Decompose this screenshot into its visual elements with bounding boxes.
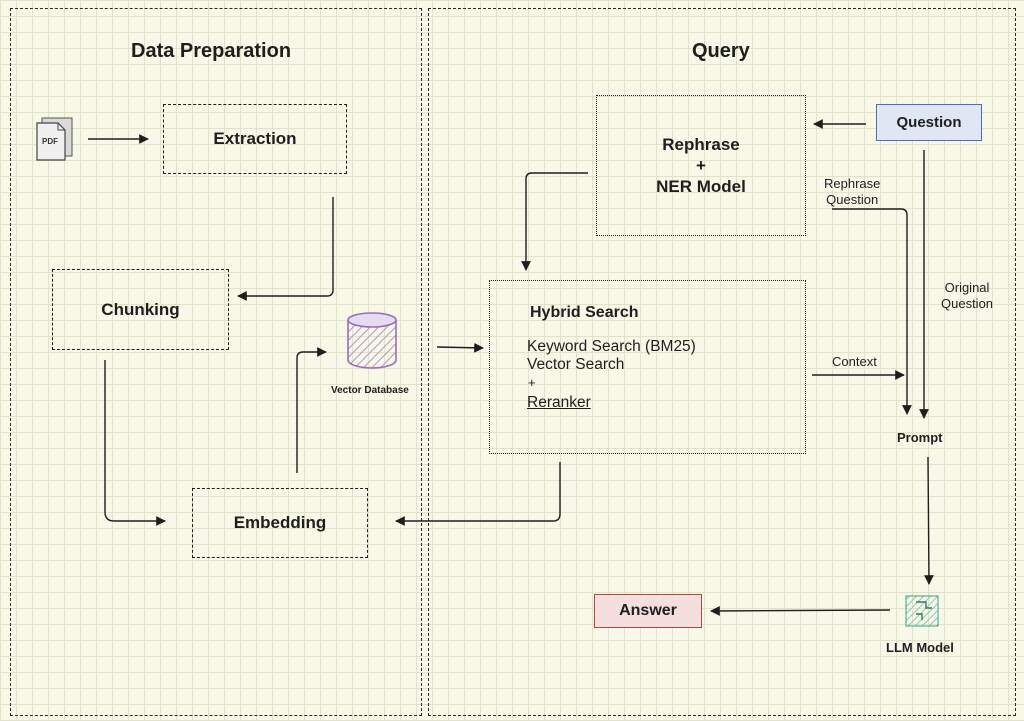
question-box: Question [876, 104, 982, 141]
arrow-database-to-hybrid [436, 342, 484, 353]
hybrid-search-title: Hybrid Search [530, 304, 639, 321]
llm-model-label: LLM Model [886, 640, 954, 655]
arrow-llm-to-answer [710, 606, 891, 616]
arrow-extraction-to-chunking [237, 197, 334, 301]
query-panel [428, 8, 1016, 716]
original-question-label: Original Question [941, 280, 993, 312]
arrow-rephrase-question-to-prompt [832, 208, 912, 415]
embedding-box: Embedding [192, 488, 368, 558]
query-title: Query [692, 40, 750, 62]
context-label: Context [832, 354, 877, 369]
data-preparation-panel [10, 8, 422, 716]
rephrase-question-line2: Question [826, 192, 879, 207]
prompt-label: Prompt [897, 430, 943, 445]
original-question-line2: Question [941, 296, 994, 311]
vector-database-label: Vector Database [331, 385, 409, 396]
answer-box: Answer [594, 594, 702, 628]
data-preparation-title: Data Preparation [131, 40, 292, 62]
arrow-chunking-to-embedding [104, 360, 166, 526]
chunking-box: Chunking [52, 269, 229, 350]
rephrase-ner-box: Rephrase + NER Model [596, 95, 806, 236]
rephrase-question-line1: Rephrase [824, 176, 881, 191]
hybrid-plus-label: + [528, 375, 536, 390]
reranker-label: Reranker [527, 394, 591, 411]
arrow-hybrid-to-embedding [395, 462, 561, 526]
extraction-box: Extraction [163, 104, 347, 174]
original-question-line1: Original [944, 280, 990, 295]
ner-model-label: NER Model [656, 177, 746, 196]
rephrase-question-label: Rephrase Question [824, 176, 880, 208]
keyword-search-label: Keyword Search (BM25) [527, 338, 696, 355]
vector-search-label: Vector Search [527, 356, 625, 373]
rephrase-label: Rephrase [662, 135, 740, 154]
pdf-icon-label: PDF [42, 137, 58, 146]
arrow-prompt-to-llm [924, 456, 934, 585]
arrow-rephrase-to-hybrid [521, 172, 588, 271]
vector-database-icon [347, 312, 397, 369]
llm-model-icon [905, 595, 939, 627]
pdf-icon: PDF [36, 117, 73, 161]
plus-label: + [696, 156, 706, 175]
hybrid-search-box [489, 280, 806, 454]
arrow-embedding-to-database [296, 347, 327, 473]
